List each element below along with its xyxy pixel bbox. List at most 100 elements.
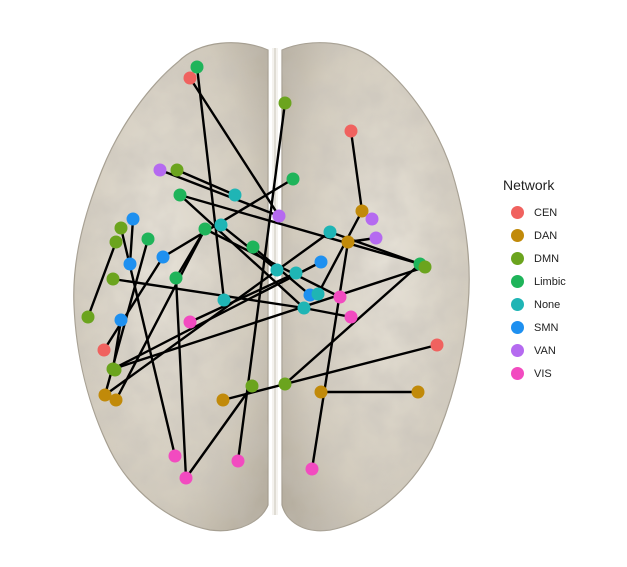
node-dan-n45 xyxy=(109,393,123,407)
node-dmn-n17 xyxy=(106,272,120,286)
legend-swatch-none xyxy=(511,298,524,311)
node-vis-n54 xyxy=(305,462,319,476)
legend-label: VAN xyxy=(534,344,556,357)
edge-n23-n44 xyxy=(103,230,332,397)
edge-n16-n15 xyxy=(128,217,135,266)
node-dan-n44 xyxy=(98,388,112,402)
edge-n45-n18 xyxy=(114,227,207,402)
edge-n31-n42 xyxy=(111,260,323,371)
node-cen-n43 xyxy=(430,338,444,352)
edge-n9-n21 xyxy=(161,177,295,259)
edge-n18-n36 xyxy=(203,227,342,299)
node-vis-n40 xyxy=(183,315,197,329)
node-limbic-n2 xyxy=(190,60,204,74)
legend-swatch-vis xyxy=(511,367,524,380)
legend-item-dan: DAN xyxy=(503,224,566,247)
edge-n41-n21 xyxy=(102,255,165,352)
edge-n40-n30 xyxy=(188,271,298,324)
legend-label: Limbic xyxy=(534,275,566,288)
node-cen-n4 xyxy=(344,124,358,138)
legend-swatch-smn xyxy=(511,321,524,334)
node-dan-n48 xyxy=(216,393,230,407)
node-dan-n50 xyxy=(411,385,425,399)
legend-item-cen: CEN xyxy=(503,201,566,224)
legend-swatch-cen xyxy=(511,206,524,219)
legend-item-dmn: DMN xyxy=(503,247,566,270)
node-none-n8 xyxy=(228,188,242,202)
legend-label: DMN xyxy=(534,252,560,265)
edges-layer xyxy=(86,65,439,480)
node-cen-n1 xyxy=(183,71,197,85)
node-dmn-n13 xyxy=(109,235,123,249)
node-van-n26 xyxy=(369,231,383,245)
legend-label: SMN xyxy=(534,321,559,334)
legend-swatch-van xyxy=(511,344,524,357)
edge-n11-n35 xyxy=(316,209,364,296)
legend-label: DAN xyxy=(534,229,558,242)
node-limbic-n14 xyxy=(141,232,155,246)
node-cen-n41 xyxy=(97,343,111,357)
edge-n6-n8 xyxy=(175,168,237,197)
legend-item-vis: VIS xyxy=(503,362,566,385)
edge-n47-n27 xyxy=(283,262,422,386)
node-vis-n36 xyxy=(333,290,347,304)
legend-swatch-limbic xyxy=(511,275,524,288)
node-dmn-n46 xyxy=(245,379,259,393)
node-vis-n37 xyxy=(344,310,358,324)
node-none-n32 xyxy=(217,293,231,307)
node-limbic-n7 xyxy=(173,188,187,202)
edge-n33-n37 xyxy=(302,306,353,319)
legend-swatch-dmn xyxy=(511,252,524,265)
edge-n4-n11 xyxy=(349,129,364,213)
node-dmn-n6 xyxy=(170,163,184,177)
legend-title: Network xyxy=(503,177,555,193)
node-dan-n49 xyxy=(314,385,328,399)
legend-item-smn: SMN xyxy=(503,316,566,339)
node-dmn-n3 xyxy=(278,96,292,110)
node-van-n25 xyxy=(365,212,379,226)
edge-n46-n53 xyxy=(184,384,254,480)
node-none-n30 xyxy=(289,266,303,280)
legend-label: CEN xyxy=(534,206,558,219)
edge-n1-n10 xyxy=(188,76,281,218)
legend-label: None xyxy=(534,298,561,311)
node-dmn-n28 xyxy=(418,260,432,274)
node-vis-n52 xyxy=(231,454,245,468)
node-none-n23 xyxy=(323,225,337,239)
edge-n7-n33 xyxy=(178,193,306,310)
node-smn-n39 xyxy=(114,313,128,327)
edge-n53-n20 xyxy=(174,276,188,480)
edge-n5-n10 xyxy=(158,168,281,218)
node-limbic-n9 xyxy=(286,172,300,186)
node-limbic-n22 xyxy=(246,240,260,254)
legend-item-limbic: Limbic xyxy=(503,270,566,293)
legend-item-none: None xyxy=(503,293,566,316)
node-dan-n24 xyxy=(341,235,355,249)
node-vis-n51 xyxy=(168,449,182,463)
edge-n7-n27 xyxy=(178,193,422,266)
node-dmn-n55 xyxy=(108,363,122,377)
node-smn-n15 xyxy=(126,212,140,226)
node-limbic-n20 xyxy=(169,271,183,285)
legend-item-van: VAN xyxy=(503,339,566,362)
node-van-n10 xyxy=(272,209,286,223)
legend-swatch-dan xyxy=(511,229,524,242)
node-smn-n16 xyxy=(123,257,137,271)
node-dmn-n12 xyxy=(114,221,128,235)
node-dmn-n47 xyxy=(278,377,292,391)
node-none-n29 xyxy=(270,263,284,277)
node-none-n19 xyxy=(214,218,228,232)
node-none-n35 xyxy=(311,287,325,301)
node-dan-n11 xyxy=(355,204,369,218)
edge-n13-n38 xyxy=(86,240,118,319)
node-limbic-n18 xyxy=(198,222,212,236)
node-smn-n31 xyxy=(314,255,328,269)
legend-label: VIS xyxy=(534,367,552,380)
edge-n48-n43 xyxy=(221,343,439,402)
node-dmn-n38 xyxy=(81,310,95,324)
node-van-n5 xyxy=(153,163,167,177)
node-vis-n53 xyxy=(179,471,193,485)
node-none-n33 xyxy=(297,301,311,315)
